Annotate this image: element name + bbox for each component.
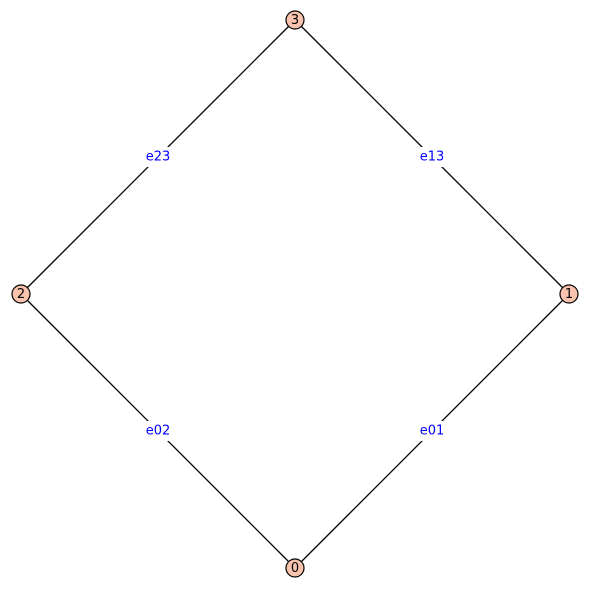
- node-2-label: 2: [17, 287, 25, 302]
- edge-label-e23: e23: [146, 150, 171, 165]
- edge-label-e13: e13: [420, 150, 445, 165]
- edge-label-e02: e02: [146, 424, 171, 439]
- node-1-circle: [559, 284, 579, 304]
- node-1-label: 1: [565, 287, 573, 302]
- node-2: 2: [11, 284, 31, 304]
- edge-label-e02-group: e02: [141, 421, 175, 441]
- node-2-circle: [11, 284, 31, 304]
- node-3-circle: [285, 10, 305, 30]
- node-0: 0: [285, 558, 305, 578]
- node-3: 3: [285, 10, 305, 30]
- edge-label-e23-group: e23: [141, 147, 175, 167]
- node-0-circle: [285, 558, 305, 578]
- edge-label-e01: e01: [420, 424, 445, 439]
- edge-label-e13-group: e13: [415, 147, 449, 167]
- node-1: 1: [559, 284, 579, 304]
- edge-label-e01-group: e01: [415, 421, 449, 441]
- node-0-label: 0: [291, 561, 299, 576]
- node-3-label: 3: [291, 13, 299, 28]
